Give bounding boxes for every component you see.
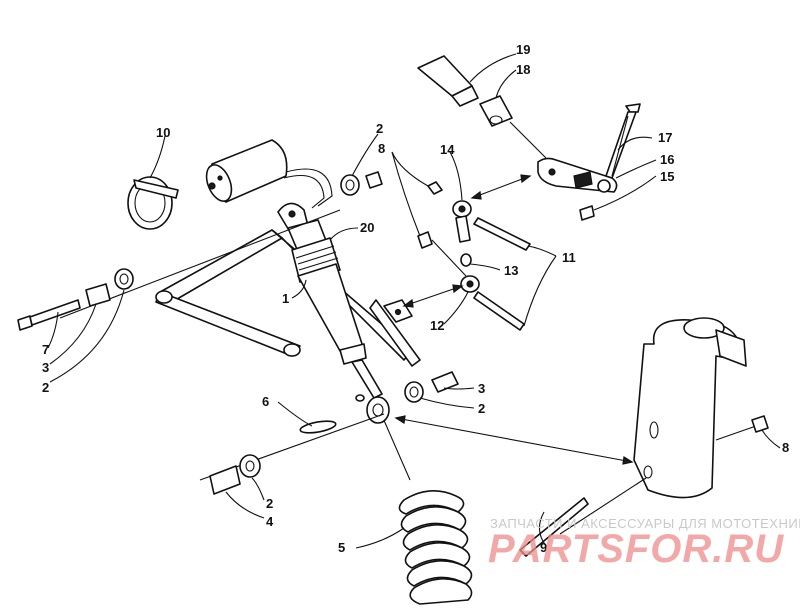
clamp-part-10 xyxy=(127,176,179,230)
spring-part-5 xyxy=(375,401,473,605)
callout-20: 20 xyxy=(360,220,374,235)
callout-11: 11 xyxy=(562,250,576,265)
callout-6: 6 xyxy=(262,394,269,409)
callout-14: 14 xyxy=(440,142,455,157)
left-bolt-assembly xyxy=(17,171,383,331)
callout-15: 15 xyxy=(660,169,674,184)
reservoir-canister xyxy=(205,139,333,209)
callout-3-middle: 3 xyxy=(478,381,485,396)
callout-labels: 1 2 2 2 2 3 3 4 5 6 7 8 8 9 10 11 12 13 … xyxy=(42,42,789,555)
callout-leaders xyxy=(47,53,781,549)
callout-12: 12 xyxy=(430,318,444,333)
watermark-subtitle: ЗАПЧАСТИ И АКСЕССУАРЫ ДЛЯ МОТОТЕХНИКИ xyxy=(490,516,800,531)
callout-9: 9 xyxy=(540,540,547,555)
connection-arrows xyxy=(394,174,634,465)
callout-13: 13 xyxy=(504,263,518,278)
callout-8-top: 8 xyxy=(378,141,385,156)
linkage-rods xyxy=(417,181,531,331)
callout-1: 1 xyxy=(282,291,289,306)
shock-absorber-part-1 xyxy=(277,202,383,399)
callout-5: 5 xyxy=(338,540,345,555)
bracket-part-16 xyxy=(537,103,641,221)
callout-16: 16 xyxy=(660,152,674,167)
callout-4: 4 xyxy=(266,514,274,529)
callout-2-top: 2 xyxy=(376,121,383,136)
callout-17: 17 xyxy=(658,130,672,145)
callout-2-bottom: 2 xyxy=(266,496,273,511)
lower-mount-hardware xyxy=(199,371,459,495)
callout-7: 7 xyxy=(42,342,49,357)
callout-19: 19 xyxy=(516,42,530,57)
callout-8-right: 8 xyxy=(782,440,789,455)
callout-3-left: 3 xyxy=(42,360,49,375)
callout-2-left: 2 xyxy=(42,380,49,395)
callout-2-middle: 2 xyxy=(478,401,485,416)
adjuster-knob xyxy=(417,55,547,159)
watermark-logo: PARTSFOR.RU xyxy=(488,527,785,571)
callout-10: 10 xyxy=(156,125,170,140)
spindle xyxy=(519,317,769,557)
callout-18: 18 xyxy=(516,62,530,77)
